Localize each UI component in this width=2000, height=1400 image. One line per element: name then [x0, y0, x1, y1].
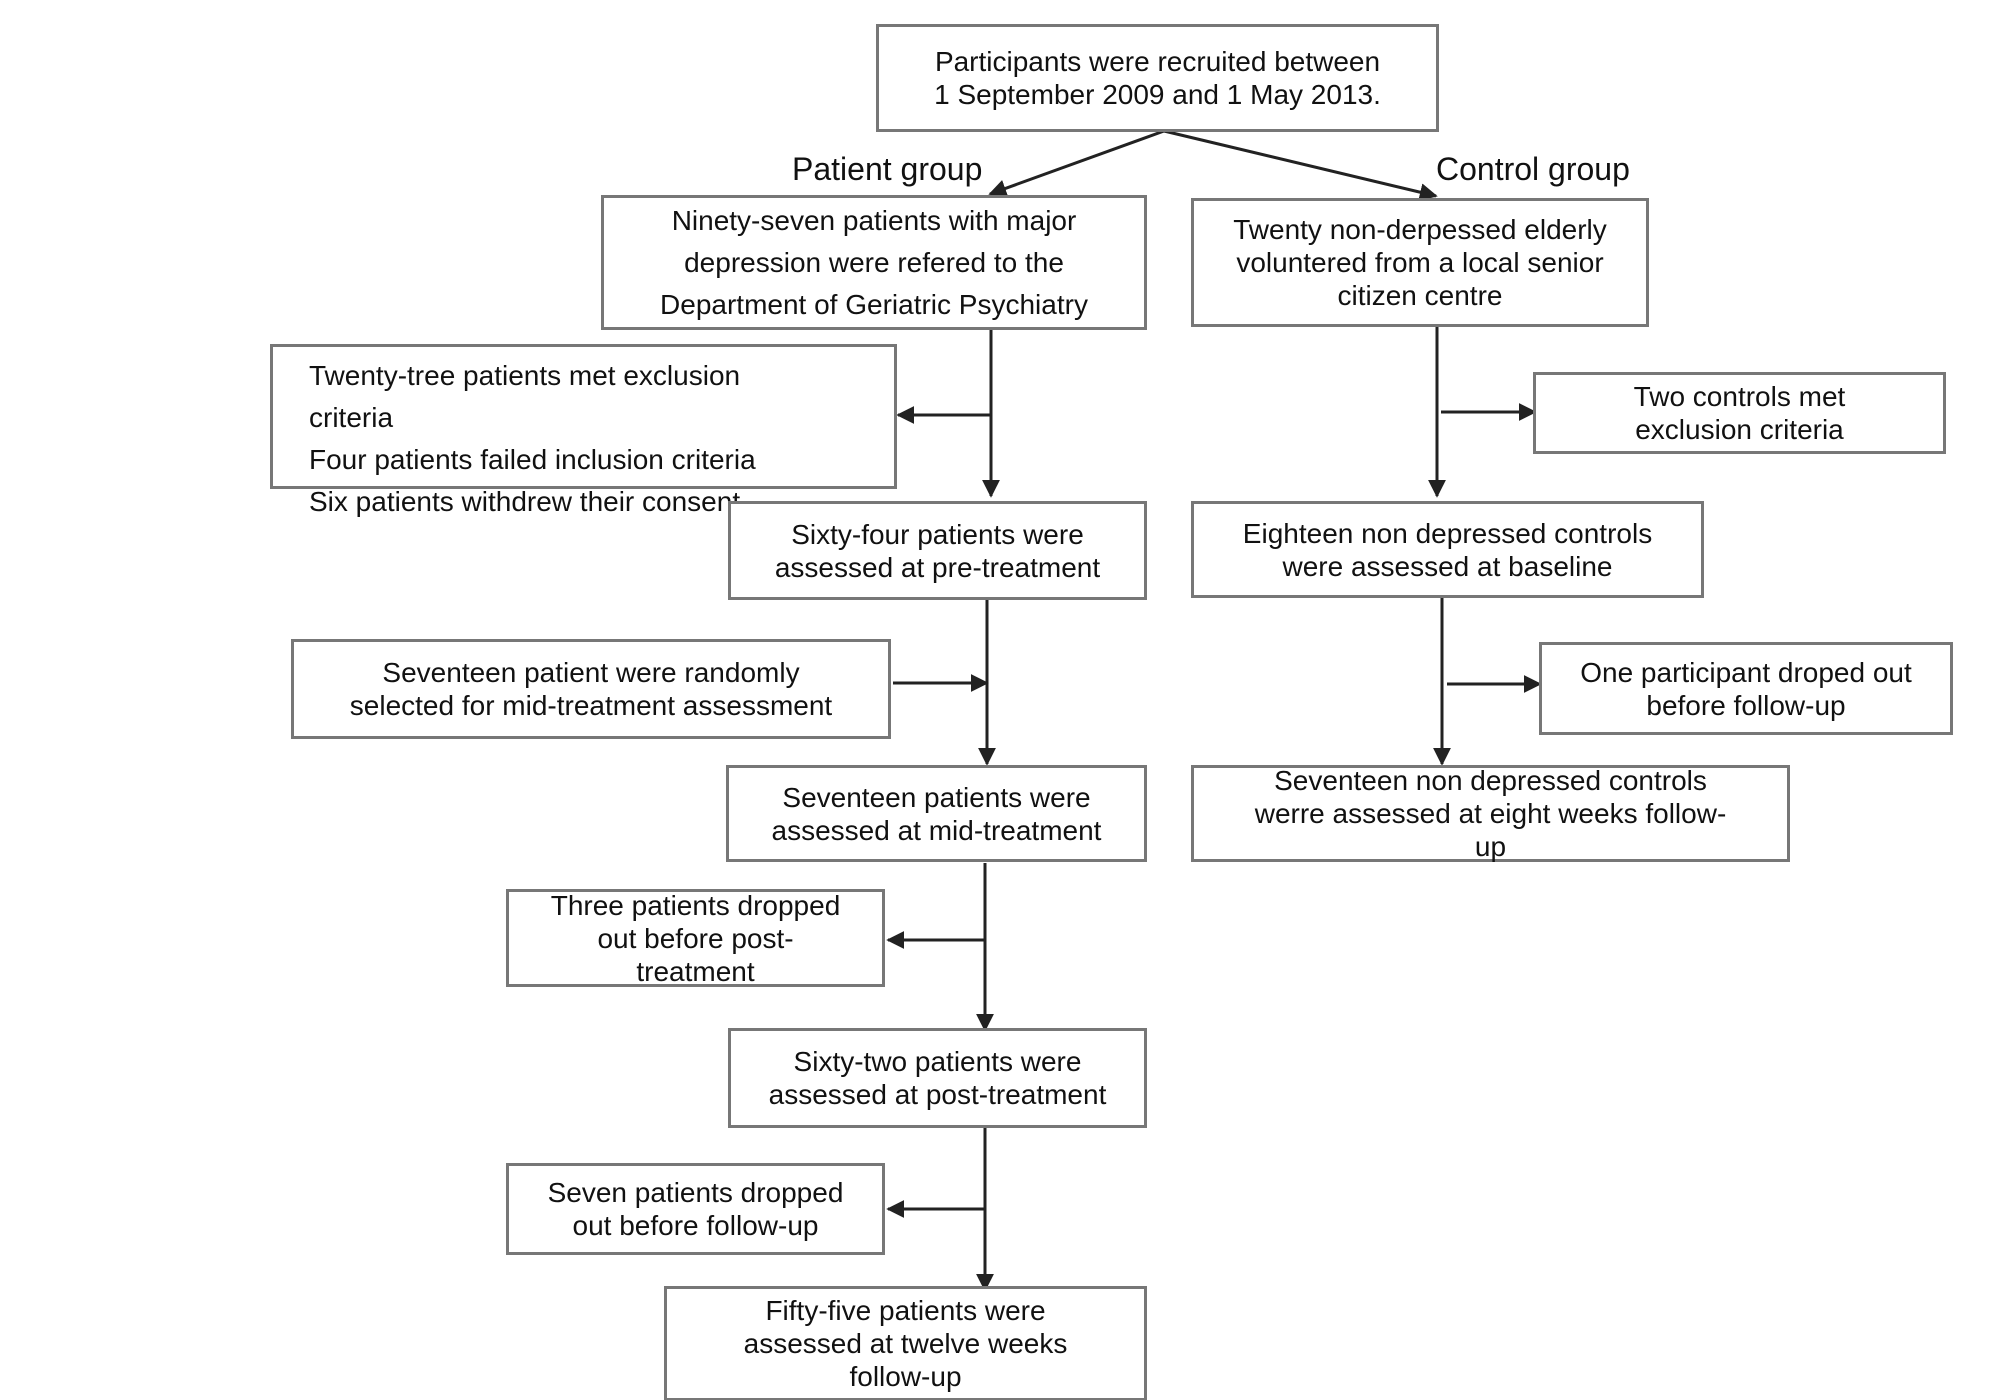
control-exclusions-line: exclusion criteria [1635, 414, 1844, 445]
dropout-post-line: out before post- [597, 922, 794, 954]
patient-exclusions-text: Twenty-tree patients met exclusion criter… [273, 347, 894, 523]
post-treatment-line: Sixty-two patients were [793, 1046, 1082, 1077]
random-selection-line: Seventeen patient were randomly [382, 657, 800, 688]
dropout-followup-line: out before follow-up [572, 1210, 819, 1241]
pre-treatment-line: assessed at pre-treatment [774, 551, 1101, 583]
control-followup-line: Seventeen non depressed controls [1274, 765, 1707, 796]
mid-treatment-line: assessed at mid-treatment [771, 814, 1102, 846]
controls-volunteered-line: Twenty non-derpessed elderly [1233, 214, 1607, 245]
control-dropout-line: One participant droped out [1580, 656, 1912, 688]
dropout-post-line: treatment [636, 955, 755, 987]
arrow-recruitment-to-controls [1163, 129, 1438, 201]
patient-followup-line: follow-up [849, 1361, 962, 1392]
patient-followup-line: assessed at twelve weeks [743, 1328, 1068, 1359]
pre-treatment-line: Sixty-four patients were [791, 518, 1084, 550]
control-baseline-line: were assessed at baseline [1282, 550, 1613, 582]
patient-exclusions-line: Four patients failed inclusion criteria [309, 444, 756, 475]
control-group-label: Control group [1436, 151, 1630, 187]
patient-exclusions-box: Twenty-tree patients met exclusion criter… [270, 344, 897, 517]
patients-referred-text: Ninety-seven patients with major depressi… [604, 200, 1144, 326]
dropout-followup-line: Seven patients dropped [547, 1177, 844, 1208]
control-exclusions-line: Two controls met [1633, 381, 1846, 412]
patient-exclusions-line: Twenty-tree patients met exclusion [309, 360, 741, 391]
control-dropout-line: before follow-up [1646, 689, 1846, 721]
patient-group-label: Patient group [792, 151, 983, 187]
patients-referred-line: Department of Geriatric Psychiatry [660, 288, 1088, 320]
arrow-recruitment-to-patients [988, 129, 1165, 197]
control-baseline-line: Eighteen non depressed controls [1242, 517, 1653, 549]
mid-treatment-line: Seventeen patients were [782, 781, 1091, 813]
controls-volunteered-line: citizen centre [1337, 280, 1503, 311]
controls-volunteered-line: voluntered from a local senior [1236, 247, 1604, 278]
control-followup-line: werre assessed at eight weeks follow- [1254, 798, 1727, 829]
patients-referred-line: Ninety-seven patients with major [671, 204, 1077, 236]
patients-referred-box: Ninety-seven patients with major depressi… [601, 195, 1147, 330]
random-selection-line: selected for mid-treatment assessment [349, 690, 833, 721]
patient-exclusions-line: Six patients withdrew their consent [309, 486, 741, 517]
recruitment-line: Participants were recruited between [934, 46, 1381, 77]
patient-exclusions-line: criteria [309, 402, 394, 433]
dropout-post-line: Three patients dropped [550, 889, 841, 921]
control-followup-line: up [1474, 831, 1507, 862]
patient-followup-line: Fifty-five patients were [765, 1295, 1046, 1326]
post-treatment-line: assessed at post-treatment [768, 1079, 1107, 1110]
patients-referred-line: depression were refered to the [684, 246, 1064, 278]
recruitment-line: 1 September 2009 and 1 May 2013. [934, 79, 1381, 110]
